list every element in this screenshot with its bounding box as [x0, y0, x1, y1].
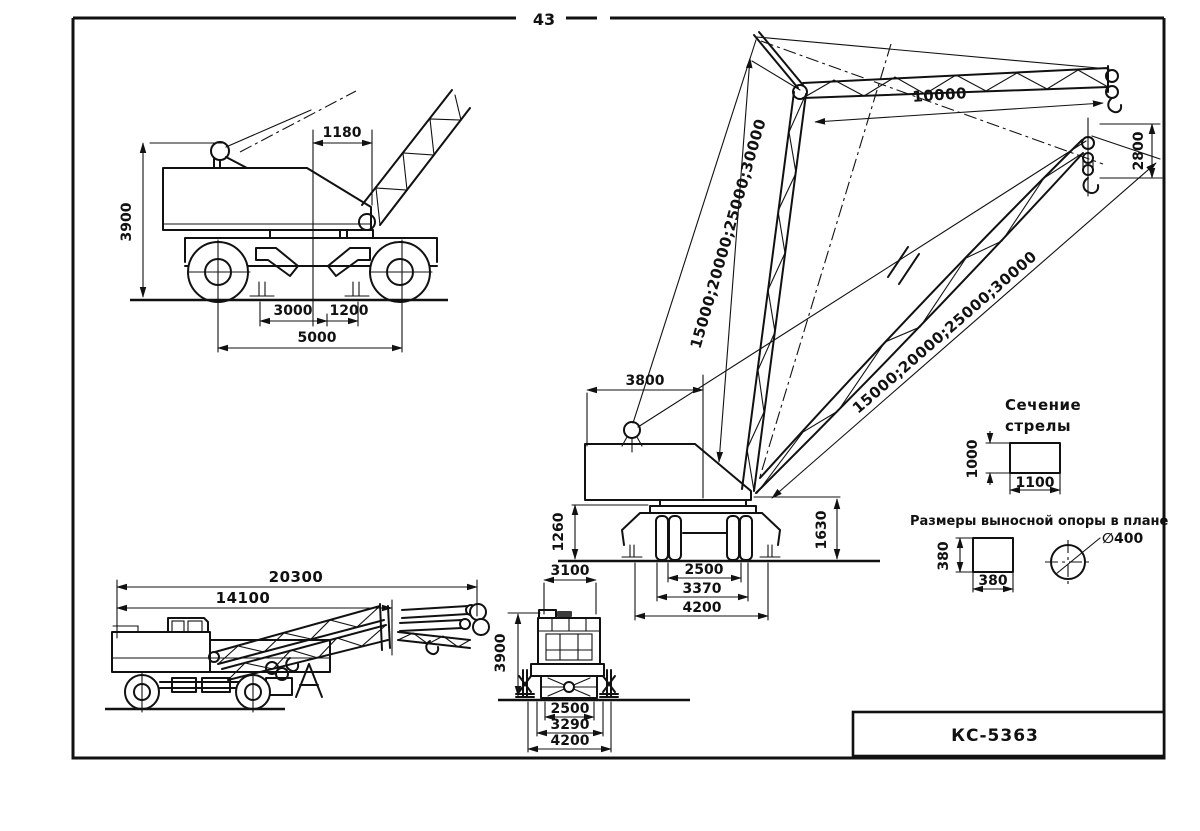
boom-section-title-2: стрелы — [1005, 417, 1071, 435]
outrigger-plan-title: Размеры выносной опоры в плане — [910, 514, 1168, 529]
dim-1000: 1000 — [965, 439, 981, 478]
dim-boom-lengths: 15000;20000;25000;30000 — [849, 247, 1041, 417]
outrigger-plan-detail: Размеры выносной опоры в плане 380 380 ∅… — [910, 514, 1168, 593]
boom-section-title-1: Сечение — [1005, 396, 1081, 414]
dim-1180: 1180 — [323, 125, 362, 141]
transport-front-view: 3100 3900 2500 3290 4200 — [493, 563, 690, 753]
dim-380-side: 380 — [936, 541, 952, 570]
dim-380-bottom: 380 — [978, 573, 1007, 589]
main-elevation-view: 10000 15000;20000;25000;30000 15000;2000… — [551, 31, 1163, 621]
transport-side-view: 20300 14100 — [105, 568, 490, 713]
dim-5000: 5000 — [298, 330, 337, 346]
rear-working-view: 1180 3900 3000 1200 5000 — [119, 89, 471, 353]
dim-14100: 14100 — [216, 589, 271, 607]
cab-marking — [557, 611, 572, 617]
dim-4200-front: 4200 — [551, 733, 590, 749]
dim-3000: 3000 — [274, 303, 313, 319]
dim-3800: 3800 — [626, 373, 665, 389]
dim-2800: 2800 — [1131, 131, 1147, 170]
dim-3100: 3100 — [551, 563, 590, 579]
dim-1260: 1260 — [551, 512, 567, 551]
dim-2500-front: 2500 — [551, 701, 590, 717]
dim-2500-base: 2500 — [685, 562, 724, 578]
title-block — [851, 710, 1166, 758]
sheet-frame — [71, 16, 1166, 760]
dim-1200: 1200 — [330, 303, 369, 319]
dim-1630: 1630 — [814, 510, 830, 549]
dim-1100: 1100 — [1016, 475, 1055, 491]
dim-tower-lengths: 15000;20000;25000;30000 — [687, 117, 770, 351]
page-number: 43 — [533, 10, 555, 29]
dim-3900-front: 3900 — [493, 633, 509, 672]
dim-20300: 20300 — [269, 568, 324, 586]
dim-3290: 3290 — [551, 717, 590, 733]
dim-10000-jib: 10000 — [912, 84, 968, 106]
dim-3900-rear: 3900 — [119, 202, 135, 241]
boom-section-detail: Сечение стрелы 1000 1100 — [965, 396, 1081, 495]
model-designation: КС-5363 — [951, 726, 1039, 746]
dim-4200-base: 4200 — [683, 600, 722, 616]
dim-diameter-400: ∅400 — [1102, 531, 1143, 547]
dim-3370: 3370 — [683, 581, 722, 597]
